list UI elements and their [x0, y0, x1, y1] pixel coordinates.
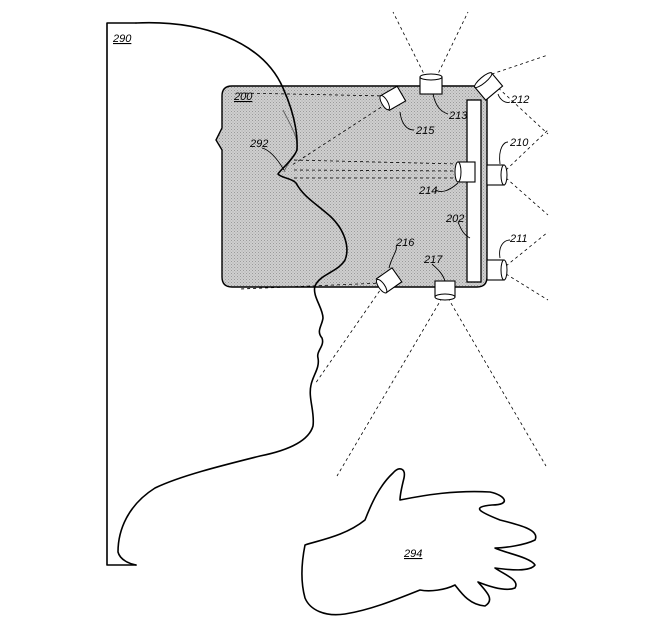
label-214: 214: [418, 185, 437, 197]
hmd-housing: [215, 85, 488, 288]
sensing-field-lines: [239, 11, 549, 477]
camera-216: [375, 267, 403, 294]
camera-210: [486, 164, 508, 186]
label-202: 202: [445, 213, 464, 225]
reference-labels: 290 200 292 212 213 215 210 214 202 211 …: [112, 33, 529, 560]
camera-215: [379, 85, 407, 112]
camera-214: [454, 161, 476, 183]
user-profile: [106, 21, 348, 566]
camera-212: [474, 72, 504, 101]
label-217: 217: [423, 254, 443, 266]
leader-lines: [261, 93, 511, 282]
display-panel: [466, 99, 482, 283]
label-210: 210: [509, 137, 529, 149]
camera-211: [486, 259, 508, 281]
label-200: 200: [233, 91, 253, 103]
label-212: 212: [510, 94, 529, 106]
camera-217: [434, 280, 456, 301]
camera-213: [419, 73, 443, 95]
hand: [301, 468, 537, 616]
label-290: 290: [112, 33, 132, 45]
label-213: 213: [448, 110, 468, 122]
label-211: 211: [509, 233, 528, 245]
label-292: 292: [249, 138, 268, 150]
label-215: 215: [415, 125, 435, 137]
label-216: 216: [395, 237, 415, 249]
label-294: 294: [403, 548, 422, 560]
